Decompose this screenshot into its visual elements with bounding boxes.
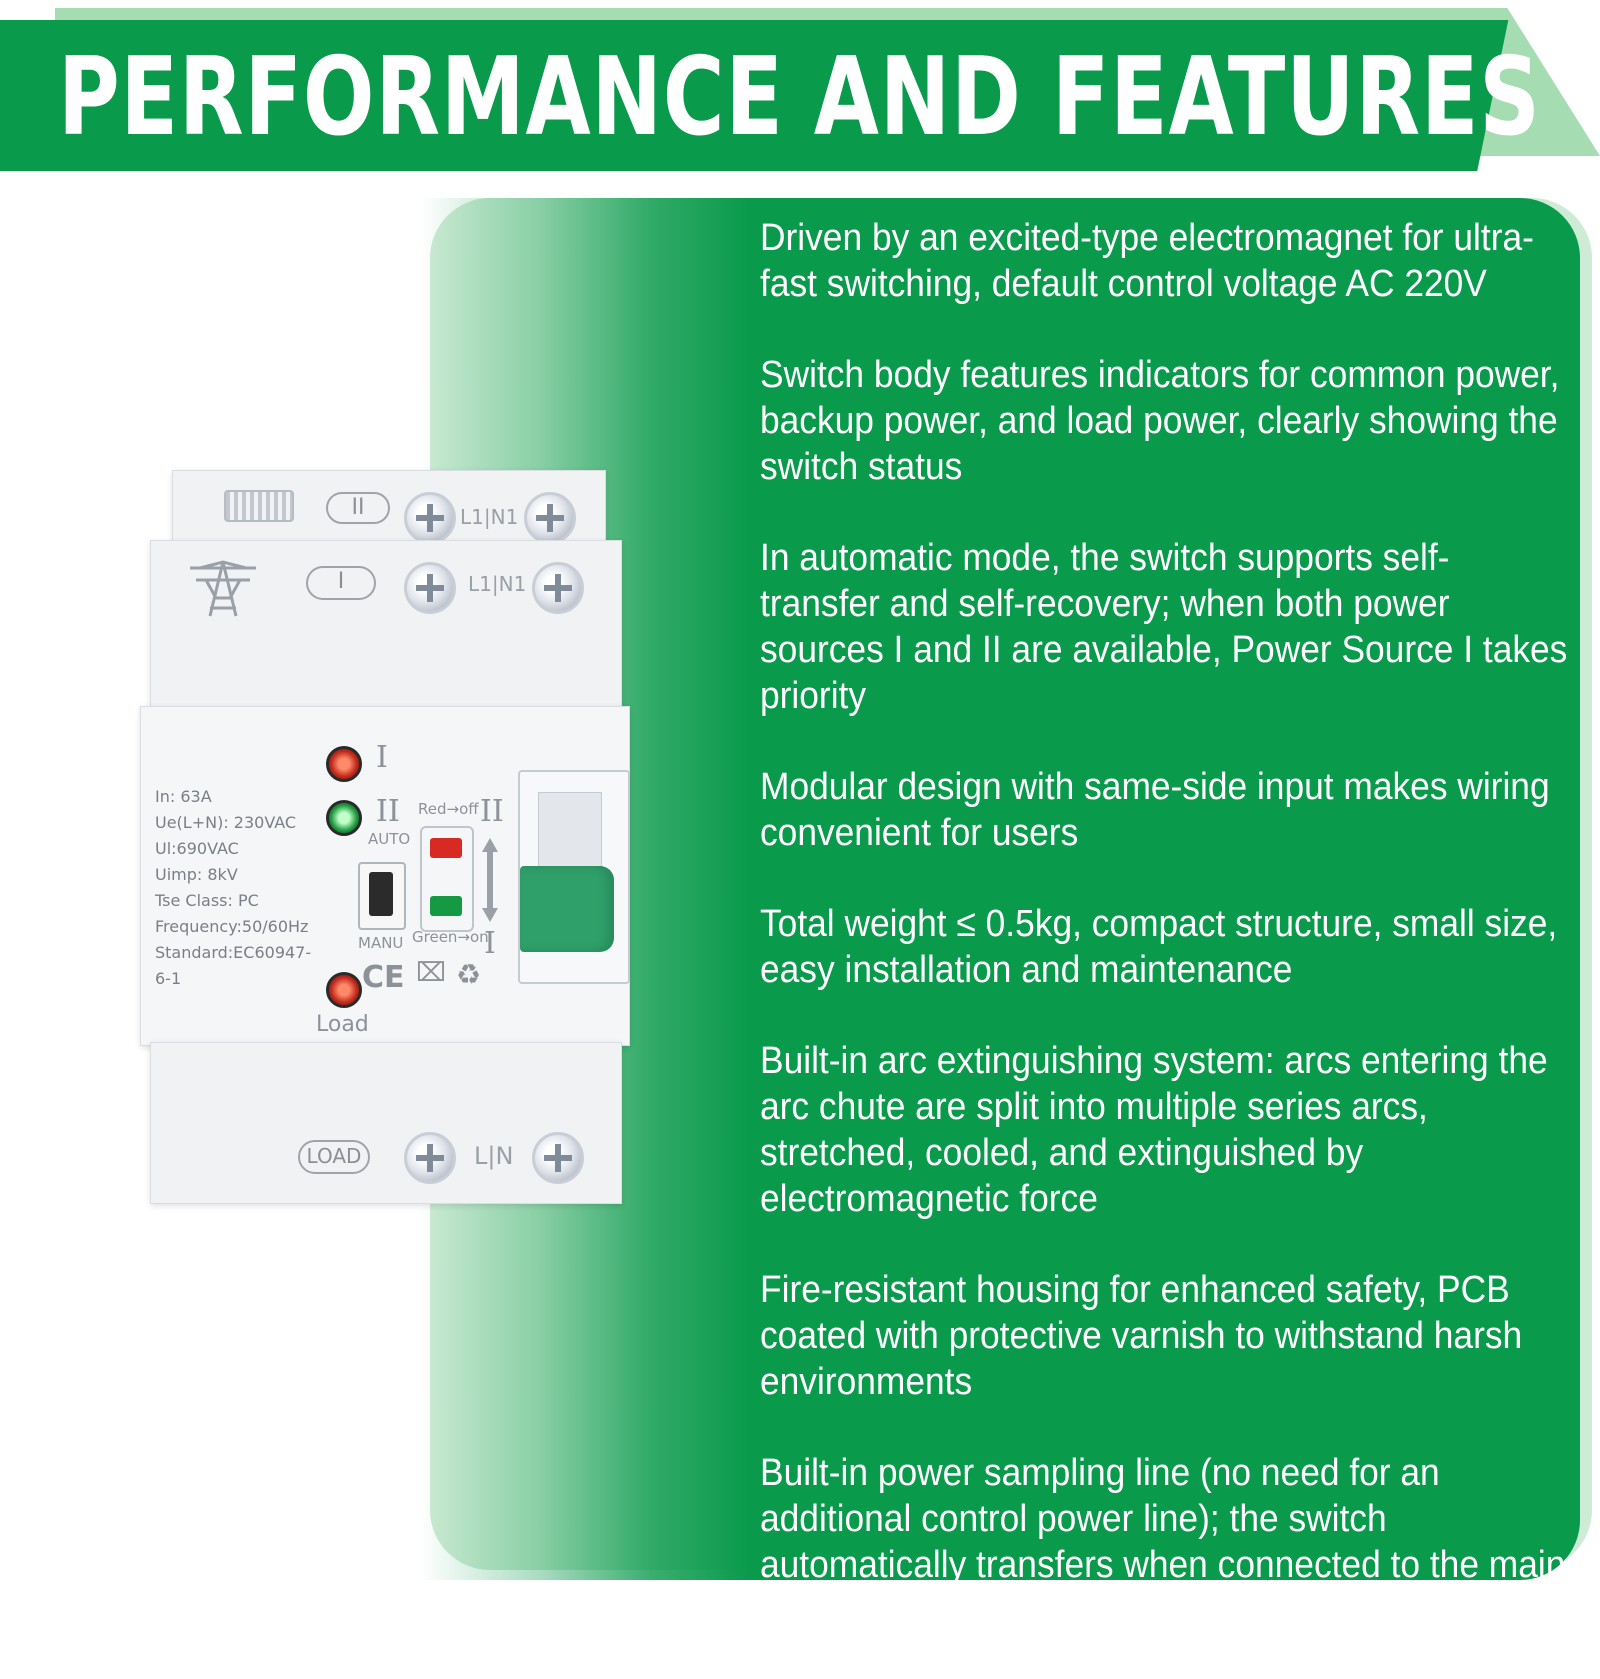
terminal-screw-icon [404,492,456,544]
feature-item: Built-in arc extinguishing system: arcs … [760,1040,1548,1220]
led-1-label: I [376,740,388,775]
feature-item: In automatic mode, the switch supports s… [760,537,1568,717]
load-pill: LOAD [298,1140,370,1174]
terminal-screw-icon [532,1132,584,1184]
right-lower-roman: I [484,926,496,961]
feature-item: Modular design with same-side input make… [760,766,1550,854]
source-2-pill: II [326,492,390,524]
recycle-icon: ♻ [456,958,482,991]
load-led-label: Load [316,1012,369,1037]
feature-item: Switch body features indicators for comm… [760,354,1560,488]
header-banner [0,20,1509,171]
brand-logo [224,490,294,522]
weee-icon: ⌧ [416,958,446,988]
led-2-label: II [376,794,400,829]
red-off-label: Red→off [418,800,479,818]
spec-line: Ul:690VAC [155,839,239,858]
feature-list: Driven by an excited-type electromagnet … [760,215,1570,1679]
feature-item: Total weight ≤ 0.5kg, compact structure,… [760,903,1558,991]
manu-label: MANU [358,934,404,952]
terminal-label: L1|N1 [460,505,519,529]
status-window [420,826,474,932]
source-1-pill: I [306,566,376,600]
source-2-indicator-led [326,800,362,836]
terminal-screw-icon [404,1132,456,1184]
operating-handle[interactable] [520,866,614,952]
terminal-screw-icon [404,562,456,614]
ce-mark: CE [362,960,405,995]
up-down-arrow-icon [482,838,498,922]
on-indicator [430,896,462,916]
source-1-indicator-led [326,746,362,782]
feature-item: Driven by an excited-type electromagnet … [760,217,1534,305]
auto-label: AUTO [368,830,411,848]
spec-list: In: 63A Ue(L+N): 230VAC Ul:690VAC Uimp: … [155,784,311,992]
spec-line: In: 63A [155,787,212,806]
switch-knob [369,872,393,916]
spec-line: Frequency:50/60Hz [155,917,309,936]
terminal-label: L|N [474,1142,514,1170]
handle-slot [538,792,602,874]
power-tower-icon [190,560,256,617]
spec-line: Tse Class: PC [155,891,259,910]
load-indicator-led [326,972,362,1008]
spec-line: Standard:EC60947-6-1 [155,943,312,988]
feature-item: Fire-resistant housing for enhanced safe… [760,1269,1523,1403]
terminal-screw-icon [532,562,584,614]
terminal-screw-icon [524,492,576,544]
feature-item: Built-in power sampling line (no need fo… [760,1452,1566,1632]
green-on-label: Green→on [412,928,489,946]
off-indicator [430,838,462,858]
right-upper-roman: II [480,794,504,829]
terminal-label: L1|N1 [468,572,527,596]
page-title: PERFORMANCE AND FEATURES [58,35,1541,160]
auto-manu-switch[interactable] [358,862,406,930]
spec-line: Ue(L+N): 230VAC [155,813,297,832]
spec-line: Uimp: 8kV [155,865,238,884]
